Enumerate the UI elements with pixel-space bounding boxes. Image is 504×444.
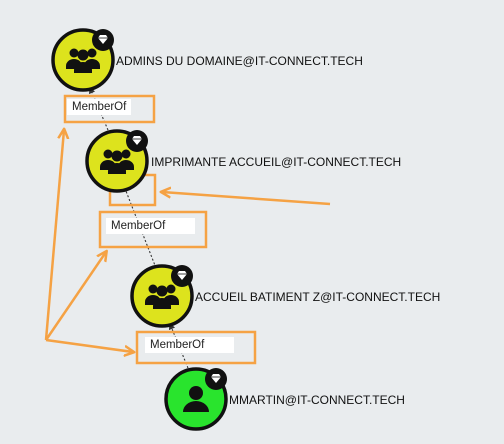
- node-label-admins: ADMINS DU DOMAINE@IT-CONNECT.TECH: [116, 54, 363, 68]
- node-mmartin[interactable]: [164, 367, 228, 431]
- annotation-box-edge-3: [135, 330, 257, 365]
- edge-label-memberof-3[interactable]: MemberOf: [145, 337, 235, 353]
- node-label-mmartin: MMARTIN@IT-CONNECT.TECH: [229, 393, 405, 407]
- edge-label-memberof-2[interactable]: MemberOf: [106, 218, 196, 234]
- node-label-accueil: ACCUEIL BATIMENT Z@IT-CONNECT.TECH: [195, 290, 441, 304]
- annotation-arrow-to-arrowhead: [162, 192, 331, 206]
- node-label-imprimante: IMPRIMANTE ACCUEIL@IT-CONNECT.TECH: [151, 155, 402, 169]
- gem-badge-icon: [125, 129, 149, 153]
- gem-badge-icon: [204, 367, 228, 391]
- annotation-arrow-to-edge-1: [44, 130, 64, 341]
- annotation-arrow-to-edge-3: [45, 338, 133, 352]
- node-accueil-batiment-z[interactable]: [130, 264, 194, 328]
- node-admins-du-domaine[interactable]: [51, 28, 115, 92]
- edge-label-memberof-1[interactable]: MemberOf: [67, 99, 132, 115]
- gem-badge-icon: [91, 28, 115, 52]
- node-imprimante-accueil[interactable]: [85, 129, 149, 193]
- annotation-arrow-to-edge-2: [44, 252, 106, 341]
- annotation-box-edge-1: [63, 94, 156, 124]
- annotation-box-edge-2: [98, 210, 208, 249]
- gem-badge-icon: [170, 264, 194, 288]
